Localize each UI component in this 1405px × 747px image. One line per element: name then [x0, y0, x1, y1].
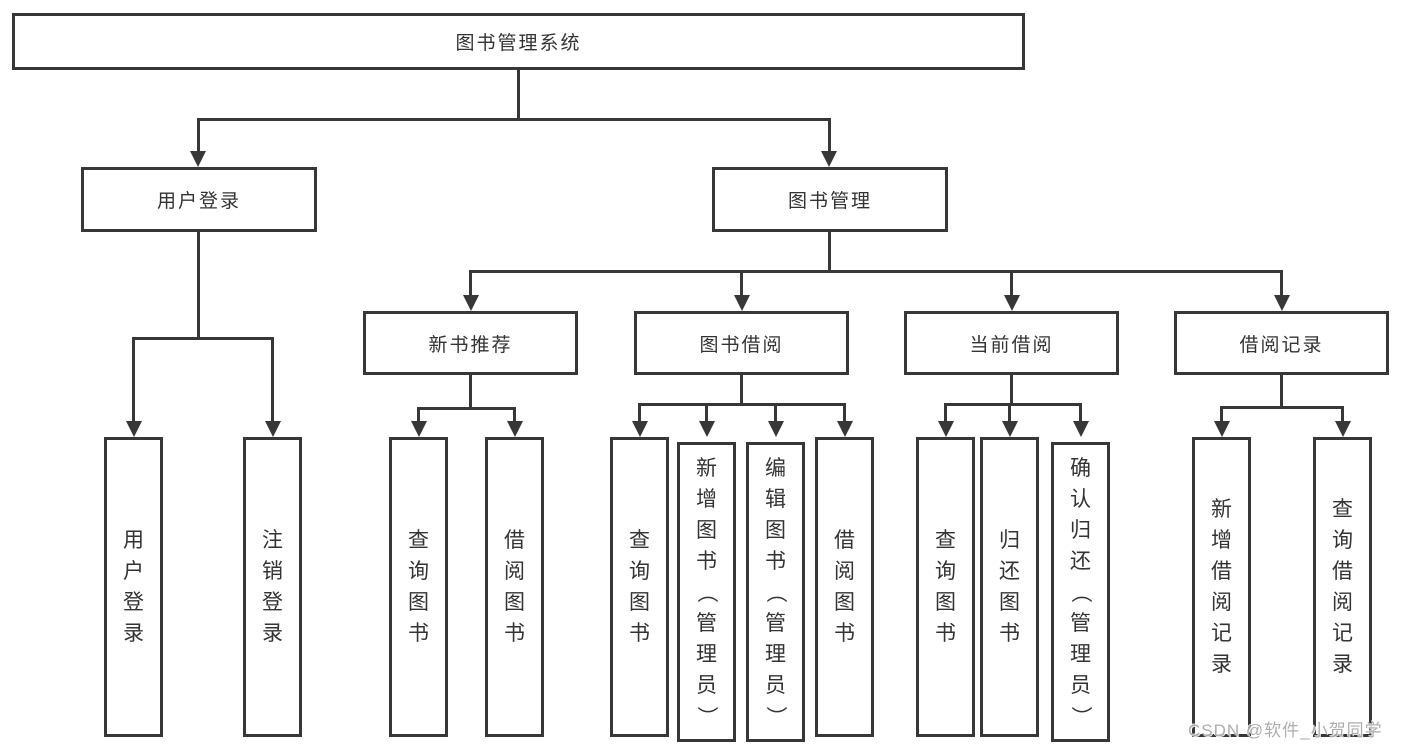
leaf-confirm-return-admin: 确认归还（管理员）: [1051, 442, 1110, 742]
arrow-down-icon: [463, 295, 479, 311]
leaf-edit-books-admin: 编辑图书（管理员）: [746, 442, 805, 742]
connector-line: [197, 118, 200, 152]
connector-line: [828, 232, 831, 270]
arrow-down-icon: [1004, 295, 1020, 311]
connector-line: [740, 270, 743, 295]
connector-line: [774, 403, 777, 421]
connector-line: [705, 403, 708, 421]
leaf-add-borrow-record: 新增借阅记录: [1192, 437, 1251, 737]
connector-line: [469, 270, 472, 295]
arrow-down-icon: [411, 421, 427, 437]
connector-line: [1220, 406, 1344, 409]
leaf-user-login: 用户登录: [104, 437, 163, 737]
connector-line: [1079, 403, 1082, 421]
arrow-down-icon: [507, 421, 523, 437]
connector-line: [417, 407, 516, 410]
arrow-down-icon: [938, 421, 954, 437]
connector-line: [843, 403, 846, 421]
leaf-query-books-borrow: 查询图书: [610, 437, 669, 737]
arrow-down-icon: [768, 421, 784, 437]
leaf-borrow-books-borrow: 借阅图书: [815, 437, 874, 737]
node-current-borrow: 当前借阅: [904, 311, 1119, 375]
connector-line: [132, 337, 274, 340]
arrow-down-icon: [734, 295, 750, 311]
leaf-return-books: 归还图书: [980, 437, 1039, 737]
arrow-down-icon: [1214, 421, 1230, 437]
connector-line: [197, 232, 200, 337]
connector-line: [944, 403, 947, 421]
arrow-down-icon: [1274, 295, 1290, 311]
arrow-down-icon: [699, 421, 715, 437]
connector-line: [740, 375, 743, 403]
connector-line: [828, 118, 831, 152]
node-borrow-records: 借阅记录: [1174, 311, 1389, 375]
arrow-down-icon: [1073, 421, 1089, 437]
connector-line: [1010, 270, 1013, 295]
watermark: CSDN @软件_小贺同学: [1188, 721, 1383, 740]
leaf-borrow-books-new: 借阅图书: [485, 437, 544, 737]
connector-line: [1341, 406, 1344, 421]
leaf-logout: 注销登录: [243, 437, 302, 737]
leaf-query-borrow-record: 查询借阅记录: [1313, 437, 1372, 737]
connector-line: [1220, 406, 1223, 421]
connector-line: [1280, 375, 1283, 406]
node-book-management: 图书管理: [712, 167, 948, 232]
connector-line: [1280, 270, 1283, 295]
arrow-down-icon: [265, 421, 281, 437]
connector-line: [469, 375, 472, 407]
connector-line: [638, 403, 641, 421]
arrow-down-icon: [126, 421, 142, 437]
node-new-book-recommend: 新书推荐: [363, 311, 578, 375]
arrow-down-icon: [1335, 421, 1351, 437]
leaf-add-books-admin: 新增图书（管理员）: [677, 442, 736, 742]
connector-line: [197, 118, 831, 121]
node-root: 图书管理系统: [12, 13, 1025, 70]
connector-line: [513, 407, 516, 421]
arrow-down-icon: [632, 421, 648, 437]
connector-line: [638, 403, 846, 406]
connector-line: [271, 337, 274, 421]
leaf-query-books-new: 查询图书: [389, 437, 448, 737]
connector-line: [517, 70, 520, 118]
connector-line: [1008, 403, 1011, 421]
arrow-down-icon: [190, 151, 206, 167]
connector-line: [944, 403, 1082, 406]
connector-line: [1010, 375, 1013, 403]
leaf-query-books-current: 查询图书: [916, 437, 975, 737]
connector-line: [132, 337, 135, 421]
arrow-down-icon: [837, 421, 853, 437]
arrow-down-icon: [1002, 421, 1018, 437]
arrow-down-icon: [821, 151, 837, 167]
node-user-login: 用户登录: [81, 167, 317, 232]
connector-line: [417, 407, 420, 421]
node-book-borrow: 图书借阅: [634, 311, 849, 375]
connector-line: [469, 270, 1283, 273]
